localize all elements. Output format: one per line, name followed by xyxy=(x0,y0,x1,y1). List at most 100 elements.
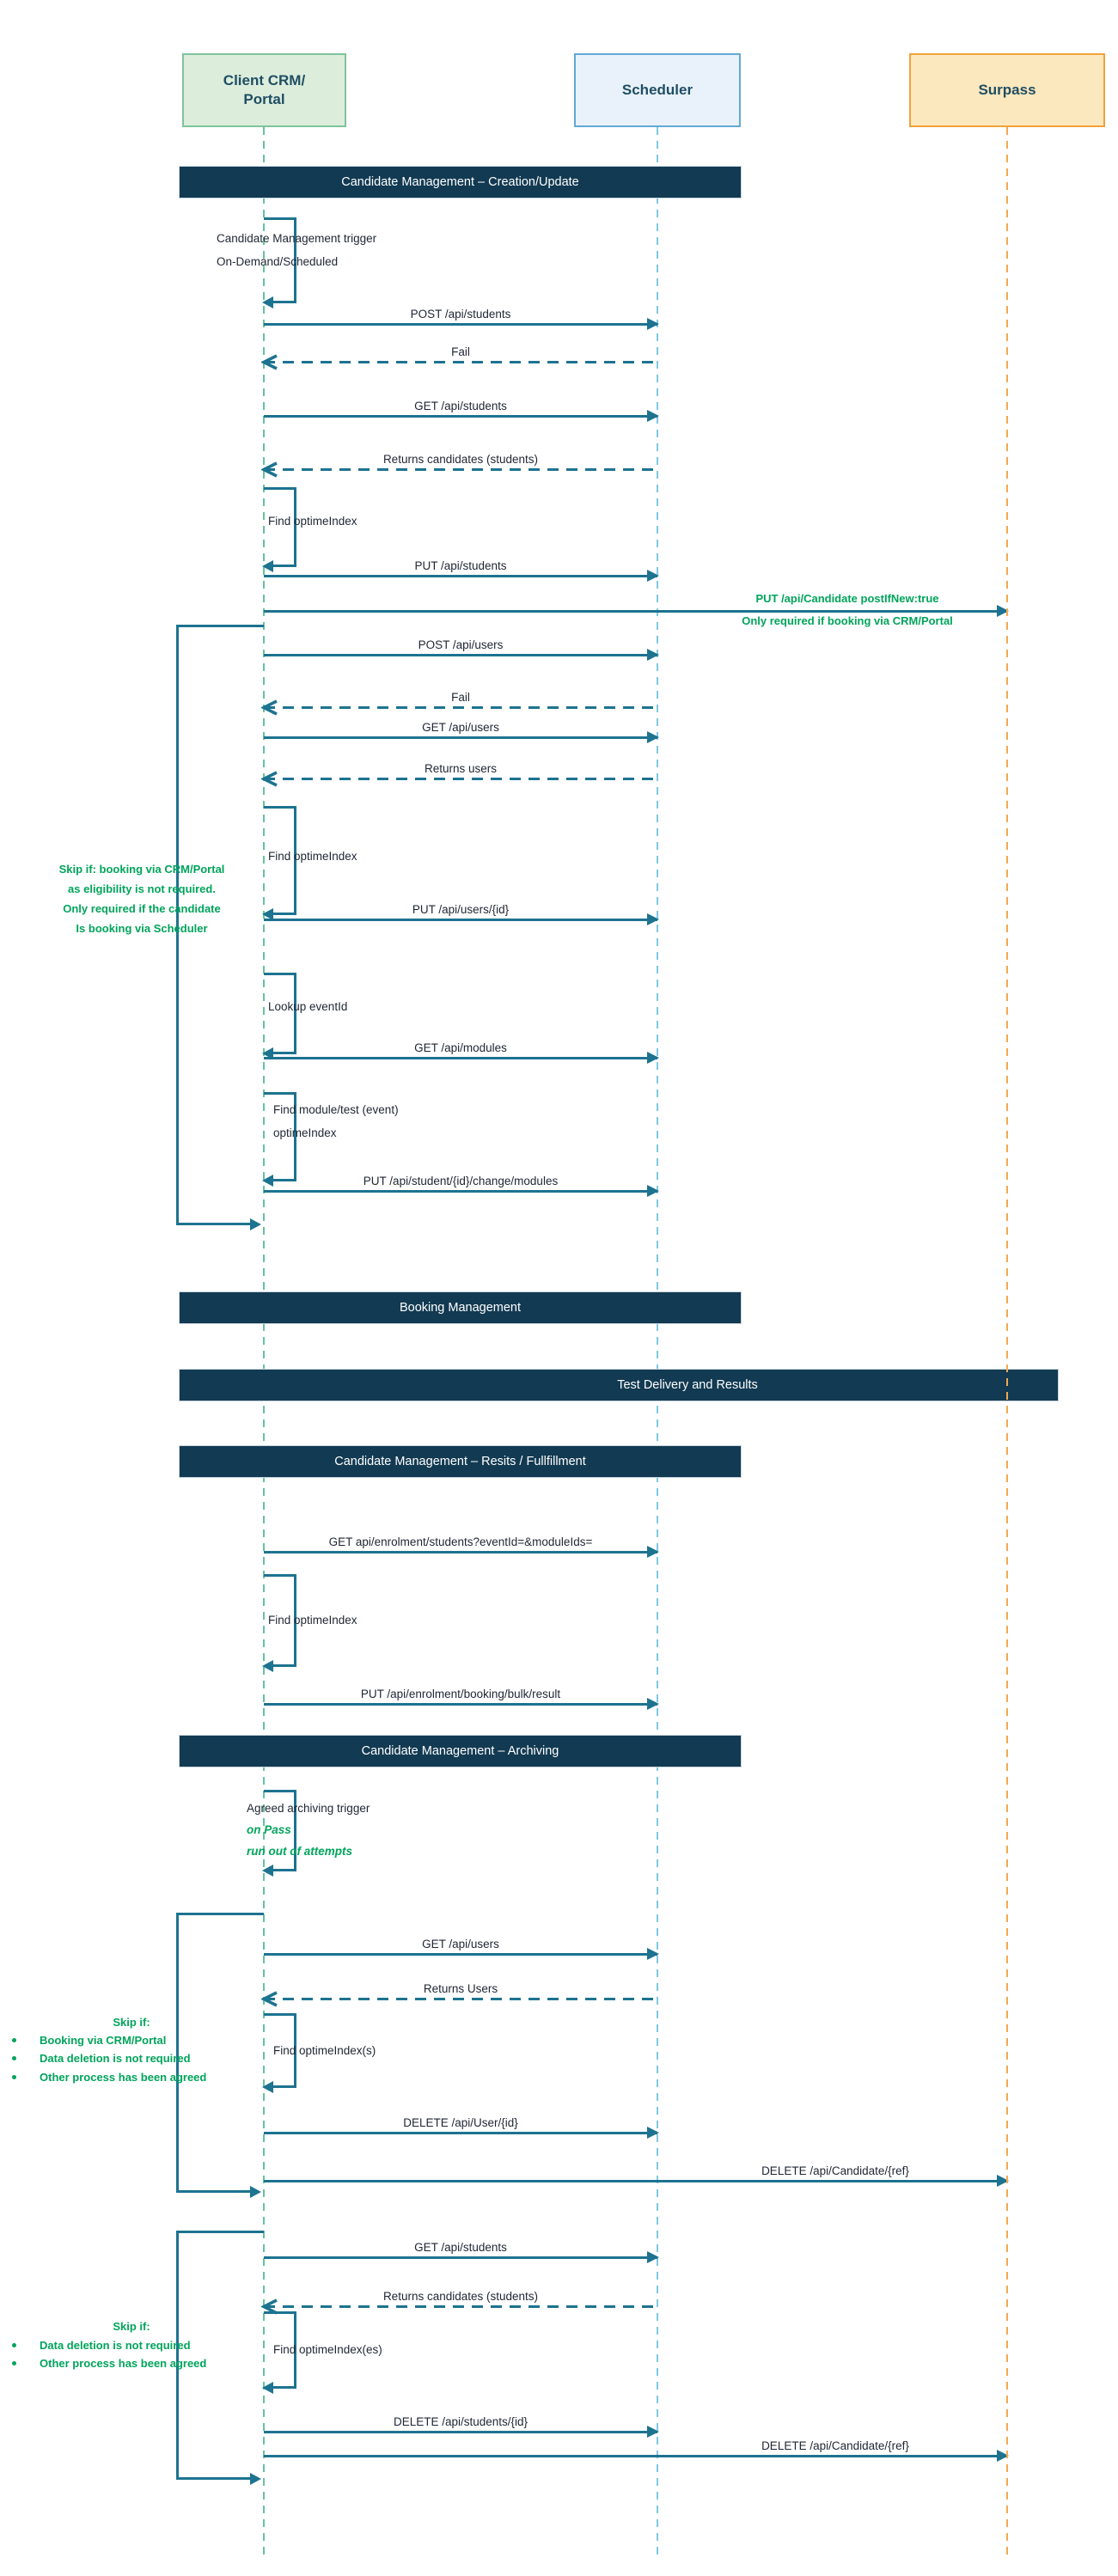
self-line xyxy=(271,1664,296,1667)
bullet-dot-icon xyxy=(12,2075,16,2079)
message-arrow xyxy=(264,1948,659,1960)
actor-scheduler: Scheduler xyxy=(574,53,741,127)
message-arrow-return xyxy=(261,771,657,787)
annotation-bullet: Booking via CRM/Portal xyxy=(7,2031,265,2049)
annotation-bullet-label: Booking via CRM/Portal xyxy=(40,2034,167,2047)
message-arrow xyxy=(264,570,659,582)
chevron-left-icon xyxy=(261,354,278,370)
arrowhead-right-icon xyxy=(647,318,659,330)
annotation-skip-archiving-users: Skip if: Booking via CRM/Portal Data del… xyxy=(7,2014,256,2093)
message-label: Returns users xyxy=(424,762,498,775)
bracket-line xyxy=(176,1223,252,1225)
self-message-label: Find optimeIndex(es) xyxy=(273,2343,382,2356)
message-label-green: PUT /api/Candidate postIfNew:true xyxy=(732,591,962,607)
annotation-line: Skip if: booking via CRM/Portal xyxy=(58,863,225,876)
self-message-find-module-test: Find module/test (event) optimeIndex xyxy=(262,1092,399,1187)
annotation-line: as eligibility is not required. xyxy=(68,882,216,895)
message-arrow xyxy=(264,410,659,422)
message-label: GET /api/students xyxy=(414,2241,507,2254)
message-label: DELETE /api/Candidate/{ref} xyxy=(761,2439,909,2452)
self-message-label: Lookup eventId xyxy=(268,1000,348,1013)
message-label: PUT /api/student/{id}/change/modules xyxy=(363,1175,559,1187)
bracket-line xyxy=(176,2477,252,2480)
self-line xyxy=(264,2013,296,2016)
message-post-students: POST /api/students xyxy=(264,307,659,330)
arrowhead-left-icon xyxy=(262,296,273,308)
skip-bracket-archiving-users xyxy=(176,1913,264,2198)
annotation-bullet: Data deletion is not required xyxy=(7,2336,265,2354)
self-message-find-optimeindex-s: Find optimeIndex(s) xyxy=(262,2013,376,2093)
message-returns-users: Returns users xyxy=(261,761,657,787)
arrowhead-right-icon xyxy=(997,2175,1009,2187)
annotation-bullet: Data deletion is not required xyxy=(7,2049,265,2067)
bracket-line xyxy=(176,2231,179,2480)
arrowhead-right-icon xyxy=(647,1052,659,1064)
section-banner-test-delivery: Test Delivery and Results xyxy=(179,1369,1059,1401)
self-line xyxy=(294,1574,296,1667)
section-banner-creation-update: Candidate Management – Creation/Update xyxy=(179,166,742,198)
message-label: DELETE /api/Candidate/{ref} xyxy=(761,2164,909,2177)
bracket-line xyxy=(176,625,264,627)
annotation-bullet-label: Other process has been agreed xyxy=(40,2357,207,2370)
section-banner-archiving: Candidate Management – Archiving xyxy=(179,1735,742,1767)
bullet-dot-icon xyxy=(12,2361,16,2365)
self-message-label: On-Demand/Scheduled xyxy=(217,255,339,268)
arrowhead-right-icon xyxy=(647,649,659,661)
self-message-find-optimeindex-es: Find optimeIndex(es) xyxy=(262,2311,382,2394)
message-label: GET /api/students xyxy=(414,400,507,412)
message-label: Fail xyxy=(451,691,470,704)
message-label: PUT /api/students xyxy=(414,559,507,572)
self-message-find-optimeindex-3: Find optimeIndex xyxy=(262,1574,357,1672)
annotation-bullet-label: Data deletion is not required xyxy=(40,2052,191,2065)
skip-bracket-archiving-students xyxy=(176,2231,264,2485)
message-arrow xyxy=(264,1052,659,1064)
lifeline-scheduler xyxy=(657,127,658,2561)
self-line xyxy=(271,1179,296,1181)
message-arrow-return xyxy=(261,1991,657,2007)
message-fail-1: Fail xyxy=(261,345,657,370)
self-line xyxy=(294,217,296,303)
self-message-lookup-eventid: Lookup eventId xyxy=(262,973,347,1059)
self-line xyxy=(271,1869,296,1871)
message-put-students: PUT /api/students xyxy=(264,559,659,582)
message-delete-students-id: DELETE /api/students/{id} xyxy=(264,2414,659,2438)
self-line xyxy=(294,1790,296,1871)
message-delete-candidate-ref-1: DELETE /api/Candidate/{ref} xyxy=(264,2164,1009,2187)
message-returns-users-2: Returns Users xyxy=(261,1981,657,2007)
message-delete-candidate-ref-2: DELETE /api/Candidate/{ref} xyxy=(264,2439,1009,2462)
message-get-users-1: GET /api/users xyxy=(264,720,659,743)
arrowhead-right-icon xyxy=(250,2186,261,2198)
message-arrow-return xyxy=(261,2298,657,2315)
arrowhead-right-icon xyxy=(647,570,659,582)
message-post-users: POST /api/users xyxy=(264,638,659,661)
self-line xyxy=(264,1092,296,1095)
arrowhead-right-icon xyxy=(647,913,659,925)
self-message-label: optimeIndex xyxy=(273,1126,337,1139)
annotation-bullet-label: Other process has been agreed xyxy=(40,2071,207,2084)
lifeline-client-crm-portal xyxy=(263,127,265,2561)
message-arrow xyxy=(264,2450,1009,2462)
message-arrow xyxy=(264,1185,659,1197)
self-line xyxy=(294,2311,296,2389)
self-line xyxy=(271,913,296,915)
message-arrow xyxy=(264,2175,1009,2187)
self-line xyxy=(294,2013,296,2088)
arrowhead-right-icon xyxy=(250,2473,261,2485)
arrowhead-right-icon xyxy=(647,2251,659,2263)
arrowhead-left-icon xyxy=(262,560,273,572)
self-message-label: Find module/test (event) xyxy=(273,1103,399,1116)
arrowhead-right-icon xyxy=(647,2426,659,2438)
message-put-users-id: PUT /api/users/{id} xyxy=(264,902,659,925)
self-line xyxy=(264,487,296,490)
bullet-dot-icon xyxy=(12,2056,16,2060)
chevron-left-icon xyxy=(261,461,278,478)
message-returns-candidates-2: Returns candidates (students) xyxy=(261,2289,657,2315)
self-message-label: Agreed archiving trigger xyxy=(247,1802,370,1815)
message-put-student-change-modules: PUT /api/student/{id}/change/modules xyxy=(264,1174,659,1197)
chevron-left-icon xyxy=(261,1991,278,2007)
message-label: PUT /api/enrolment/booking/bulk/result xyxy=(360,1688,561,1700)
self-message-label: Find optimeIndex xyxy=(268,1614,357,1627)
self-line xyxy=(264,973,296,975)
message-label: DELETE /api/User/{id} xyxy=(403,2116,518,2129)
message-arrow xyxy=(264,2426,659,2438)
